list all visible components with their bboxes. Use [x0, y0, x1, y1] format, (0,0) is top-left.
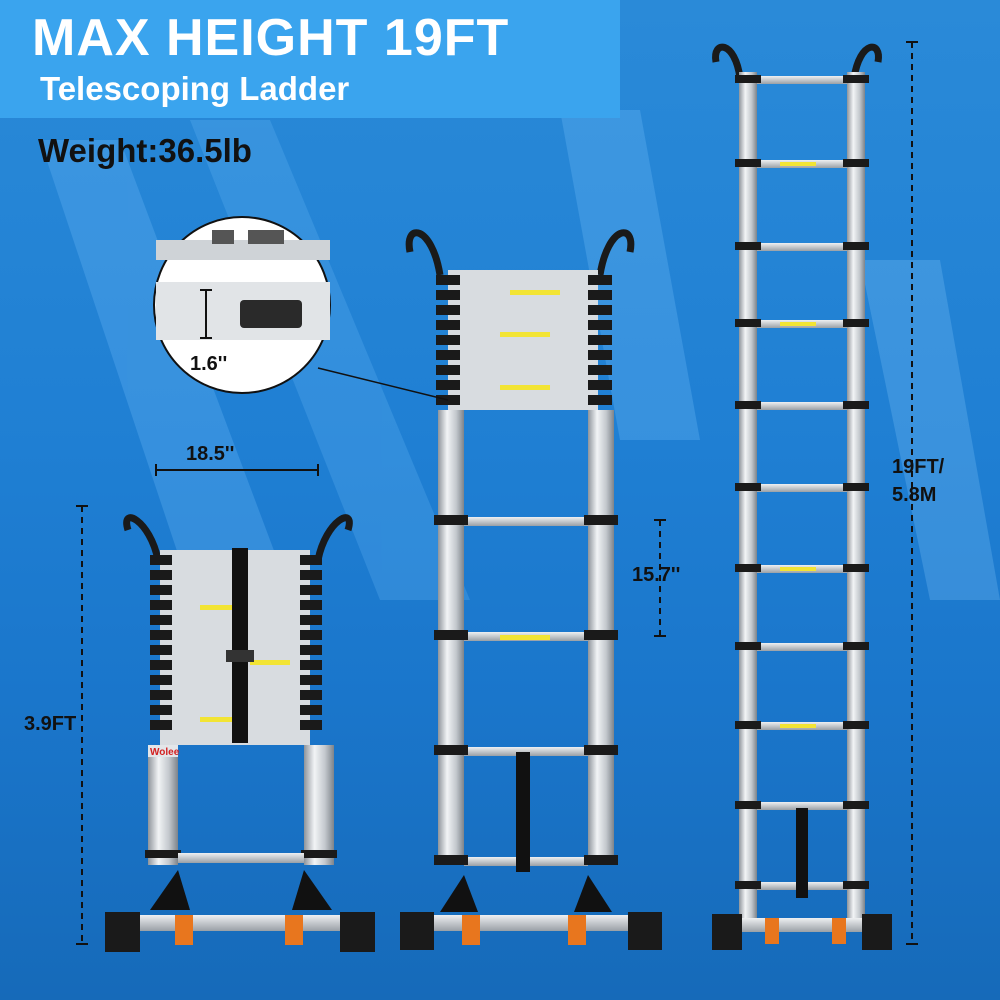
rung-spacing-label: 15.7''	[632, 564, 681, 586]
banner-subtitle: Telescoping Ladder	[40, 70, 350, 107]
brand-label: Wolee	[150, 747, 180, 758]
closed-height-label: 3.9FT	[24, 713, 77, 735]
header-banner	[0, 0, 620, 118]
banner-title: MAX HEIGHT 19FT	[32, 9, 510, 67]
full-height-m-label: 5.8M	[892, 484, 937, 506]
width-dimension-label: 18.5''	[186, 443, 235, 465]
dimension-lines	[76, 41, 918, 945]
ladder-closed	[105, 514, 375, 952]
ladder-fully-extended	[712, 43, 892, 950]
full-height-ft-label: 19FT/	[892, 456, 945, 478]
weight-label: Weight:36.5lb	[38, 132, 252, 169]
closed-ladder-stack	[150, 548, 322, 745]
rung-thickness-label: 1.6''	[190, 353, 228, 375]
ladder-partially-extended	[400, 229, 662, 950]
rung-thickness-zoom-inset	[153, 216, 331, 394]
